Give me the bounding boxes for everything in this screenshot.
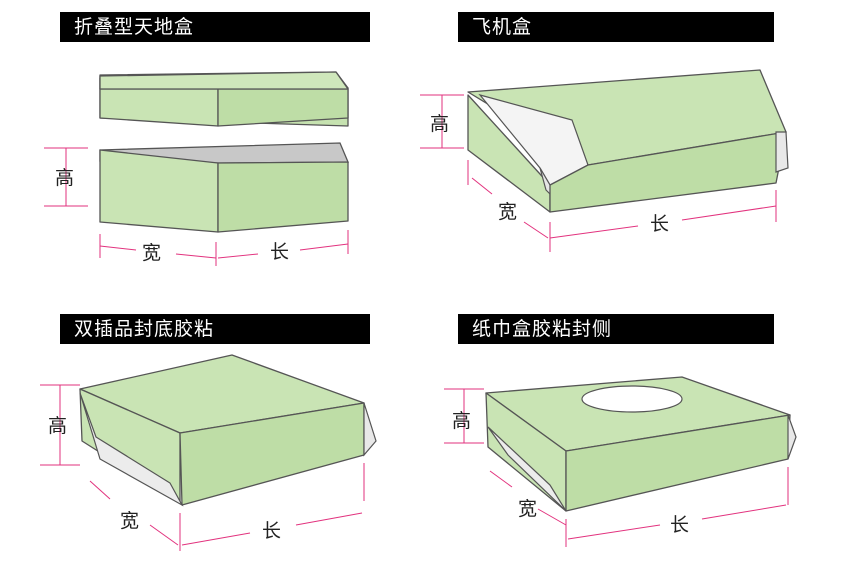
- box-lid: [99, 71, 349, 127]
- panel-title: 纸巾盒胶粘封侧: [458, 314, 774, 344]
- panel-folding-lid-base-box: 折叠型天地盒 高: [0, 0, 420, 287]
- dimension-width: 宽: [99, 234, 217, 266]
- dimension-height: 高: [444, 388, 484, 444]
- panel-airplane-box: 飞机盒 高 宽: [420, 0, 844, 287]
- tissue-opening: [581, 385, 683, 413]
- label-length: 长: [262, 520, 281, 542]
- label-length: 长: [270, 241, 289, 263]
- dimension-height: 高: [44, 147, 88, 207]
- tissue-box-shape: [485, 376, 797, 512]
- dimension-height: 高: [420, 94, 464, 149]
- folding-lid-base-box-diagram: 高 宽 长: [44, 71, 349, 266]
- label-width: 宽: [120, 510, 139, 532]
- label-height: 高: [430, 113, 449, 135]
- dimension-length: 长: [549, 190, 777, 239]
- panel-double-tuck-glued-bottom: 双插品封底胶粘 高 宽 长: [0, 287, 420, 574]
- label-length: 长: [650, 213, 669, 235]
- panel-tissue-box-glued-side: 纸巾盒胶粘封侧 高 宽 长: [420, 287, 844, 574]
- dimension-length: 长: [567, 467, 789, 540]
- airplane-box-diagram: 高 宽 长: [420, 69, 789, 252]
- label-width: 宽: [498, 201, 517, 223]
- tissue-box-diagram: 高 宽 长: [444, 376, 797, 547]
- airplane-box-shape: [467, 69, 789, 213]
- dimension-length: 长: [181, 463, 365, 546]
- panel-title: 飞机盒: [458, 12, 774, 42]
- label-height: 高: [452, 410, 471, 432]
- label-width: 宽: [142, 242, 161, 264]
- label-height: 高: [48, 415, 67, 437]
- double-tuck-box-shape: [79, 354, 377, 507]
- dimension-width: 宽: [467, 160, 551, 252]
- label-length: 长: [670, 514, 689, 536]
- dimension-width: 宽: [89, 480, 181, 551]
- box-base: [99, 142, 349, 233]
- dimension-length: 长: [217, 230, 349, 263]
- label-width: 宽: [518, 498, 537, 520]
- double-tuck-box-diagram: 高 宽 长: [40, 354, 377, 551]
- panel-title: 双插品封底胶粘: [60, 314, 370, 344]
- dimension-width: 宽: [489, 470, 567, 547]
- dimension-height: 高: [40, 384, 80, 466]
- label-height: 高: [55, 167, 74, 189]
- panel-title: 折叠型天地盒: [60, 12, 370, 42]
